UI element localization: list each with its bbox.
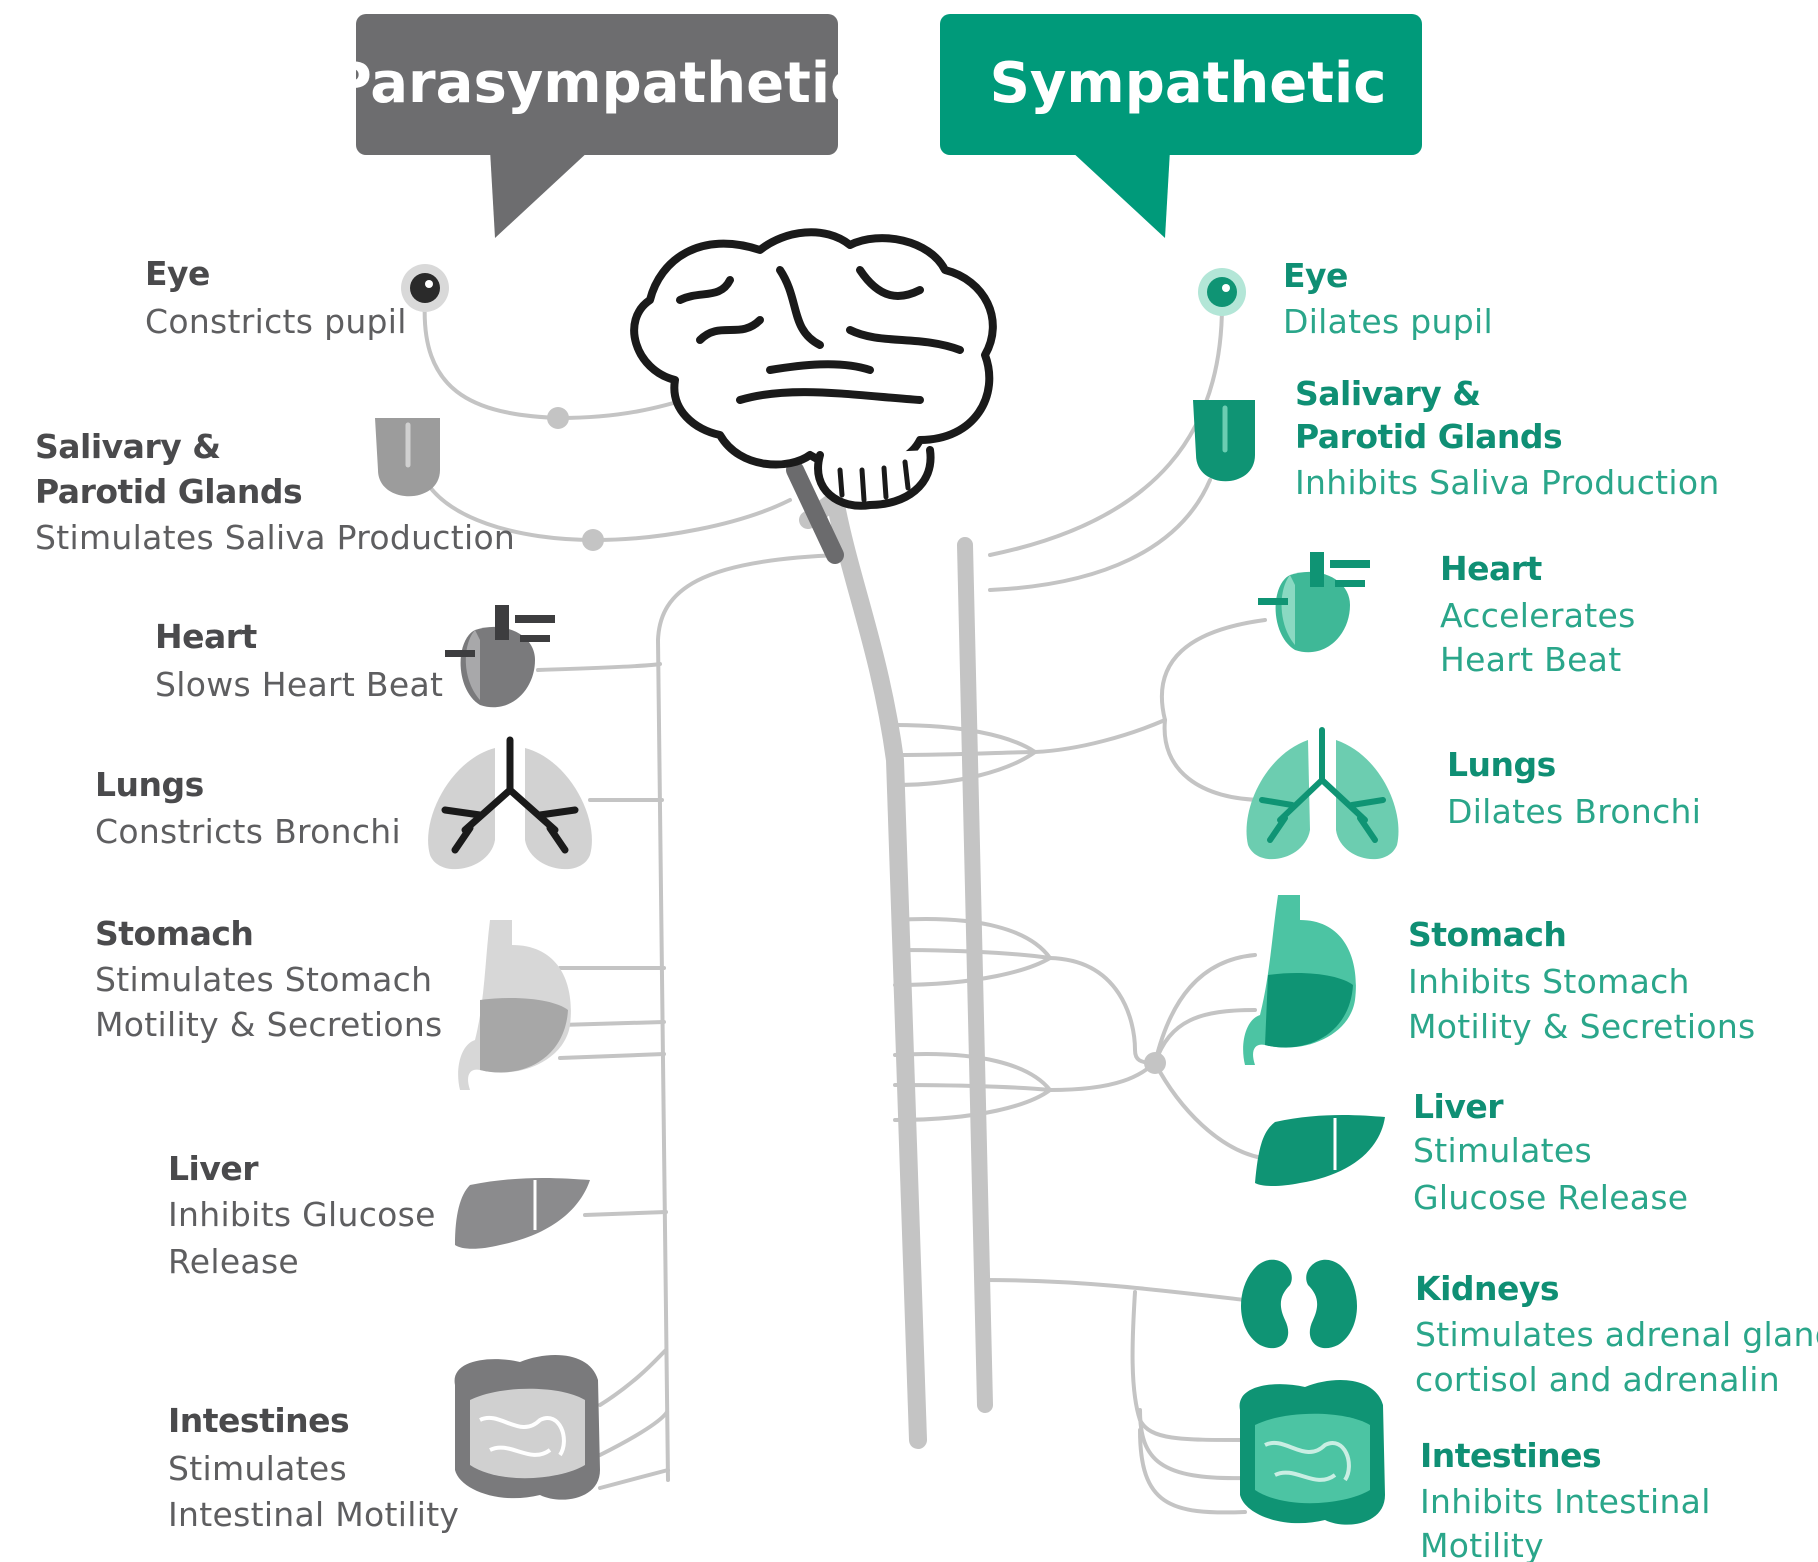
symp-stomach-name: Stomach <box>1408 915 1566 954</box>
symp-heart-desc: Heart Beat <box>1440 640 1621 679</box>
para-salivary-desc: Stimulates Saliva Production <box>35 518 515 557</box>
para-liver-desc: Release <box>168 1242 299 1281</box>
kidneys-icon <box>1241 1260 1357 1348</box>
spinal-cord-icon <box>795 470 985 1440</box>
intestines-icon <box>1240 1380 1385 1525</box>
symp-eye-name: Eye <box>1283 256 1348 295</box>
para-stomach-desc: Motility & Secretions <box>95 1005 443 1044</box>
symp-stomach-label: Stomach Inhibits Stomach Motility & Secr… <box>1408 915 1756 1046</box>
para-stomach-desc: Stimulates Stomach <box>95 960 432 999</box>
symp-kidneys-desc: cortisol and adrenalin <box>1415 1360 1780 1399</box>
para-lungs-label: Lungs Constricts Bronchi <box>95 765 401 851</box>
symp-lungs-name: Lungs <box>1447 745 1556 784</box>
para-lungs-name: Lungs <box>95 765 204 804</box>
stomach-icon <box>458 920 571 1090</box>
sympathetic-title: Sympathetic <box>990 51 1387 116</box>
symp-heart-desc: Accelerates <box>1440 596 1636 635</box>
symp-intestines-desc: Inhibits Intestinal <box>1420 1482 1711 1521</box>
symp-kidneys-desc: Stimulates adrenal gland, <box>1415 1315 1818 1354</box>
para-intestines-desc: Stimulates <box>168 1449 347 1488</box>
para-intestines-desc: Intestinal Motility <box>168 1495 459 1534</box>
symp-kidneys-name: Kidneys <box>1415 1269 1559 1308</box>
para-lungs-desc: Constricts Bronchi <box>95 812 401 851</box>
para-salivary-name: Parotid Glands <box>35 472 302 511</box>
tongue-icon <box>1193 400 1255 481</box>
symp-kidneys-label: Kidneys Stimulates adrenal gland, cortis… <box>1415 1269 1818 1399</box>
para-heart-label: Heart Slows Heart Beat <box>155 617 443 704</box>
symp-stomach-desc: Motility & Secretions <box>1408 1007 1756 1046</box>
intestines-icon <box>455 1355 600 1500</box>
para-liver-name: Liver <box>168 1149 259 1188</box>
lungs-icon <box>428 740 592 869</box>
symp-liver-desc: Stimulates <box>1413 1131 1592 1170</box>
symp-intestines-name: Intestines <box>1420 1436 1601 1475</box>
symp-liver-label: Liver Stimulates Glucose Release <box>1413 1087 1688 1217</box>
lungs-icon <box>1247 730 1399 859</box>
para-intestines-name: Intestines <box>168 1401 349 1440</box>
para-salivary-name: Salivary & <box>35 427 221 466</box>
para-eye-desc: Constricts pupil <box>145 302 407 341</box>
brain-icon <box>634 232 993 505</box>
symp-salivary-label: Salivary & Parotid Glands Inhibits Saliv… <box>1295 374 1720 502</box>
symp-liver-desc: Glucose Release <box>1413 1178 1688 1217</box>
liver-icon <box>1255 1115 1385 1186</box>
heart-icon <box>1258 552 1370 652</box>
heart-icon <box>445 605 555 707</box>
sympathetic-header: Sympathetic <box>940 14 1422 238</box>
parasympathetic-title: Parasympathetic <box>331 51 864 116</box>
eye-icon <box>401 264 449 312</box>
symp-liver-name: Liver <box>1413 1087 1504 1126</box>
para-liver-label: Liver Inhibits Glucose Release <box>168 1149 436 1281</box>
para-liver-desc: Inhibits Glucose <box>168 1195 436 1234</box>
para-salivary-label: Salivary & Parotid Glands Stimulates Sal… <box>35 427 515 557</box>
para-intestines-label: Intestines Stimulates Intestinal Motilit… <box>168 1401 459 1534</box>
symp-salivary-name: Parotid Glands <box>1295 417 1562 456</box>
symp-lungs-label: Lungs Dilates Bronchi <box>1447 745 1701 831</box>
para-stomach-name: Stomach <box>95 914 253 953</box>
symp-salivary-desc: Inhibits Saliva Production <box>1295 463 1720 502</box>
symp-eye-desc: Dilates pupil <box>1283 302 1493 341</box>
symp-intestines-label: Intestines Inhibits Intestinal Motility <box>1420 1436 1711 1562</box>
symp-salivary-name: Salivary & <box>1295 374 1481 413</box>
para-heart-desc: Slows Heart Beat <box>155 665 443 704</box>
tongue-icon <box>375 418 440 496</box>
stomach-icon <box>1243 895 1356 1065</box>
para-eye-name: Eye <box>145 254 210 293</box>
para-stomach-label: Stomach Stimulates Stomach Motility & Se… <box>95 914 443 1044</box>
symp-intestines-desc: Motility <box>1420 1526 1544 1562</box>
symp-stomach-desc: Inhibits Stomach <box>1408 962 1690 1001</box>
parasympathetic-header: Parasympathetic <box>331 14 864 238</box>
liver-icon <box>455 1178 590 1249</box>
symp-eye-label: Eye Dilates pupil <box>1283 256 1493 341</box>
symp-heart-label: Heart Accelerates Heart Beat <box>1440 549 1636 679</box>
para-heart-name: Heart <box>155 617 258 656</box>
symp-lungs-desc: Dilates Bronchi <box>1447 792 1701 831</box>
symp-heart-name: Heart <box>1440 549 1543 588</box>
para-eye-label: Eye Constricts pupil <box>145 254 407 341</box>
eye-icon <box>1198 268 1246 316</box>
